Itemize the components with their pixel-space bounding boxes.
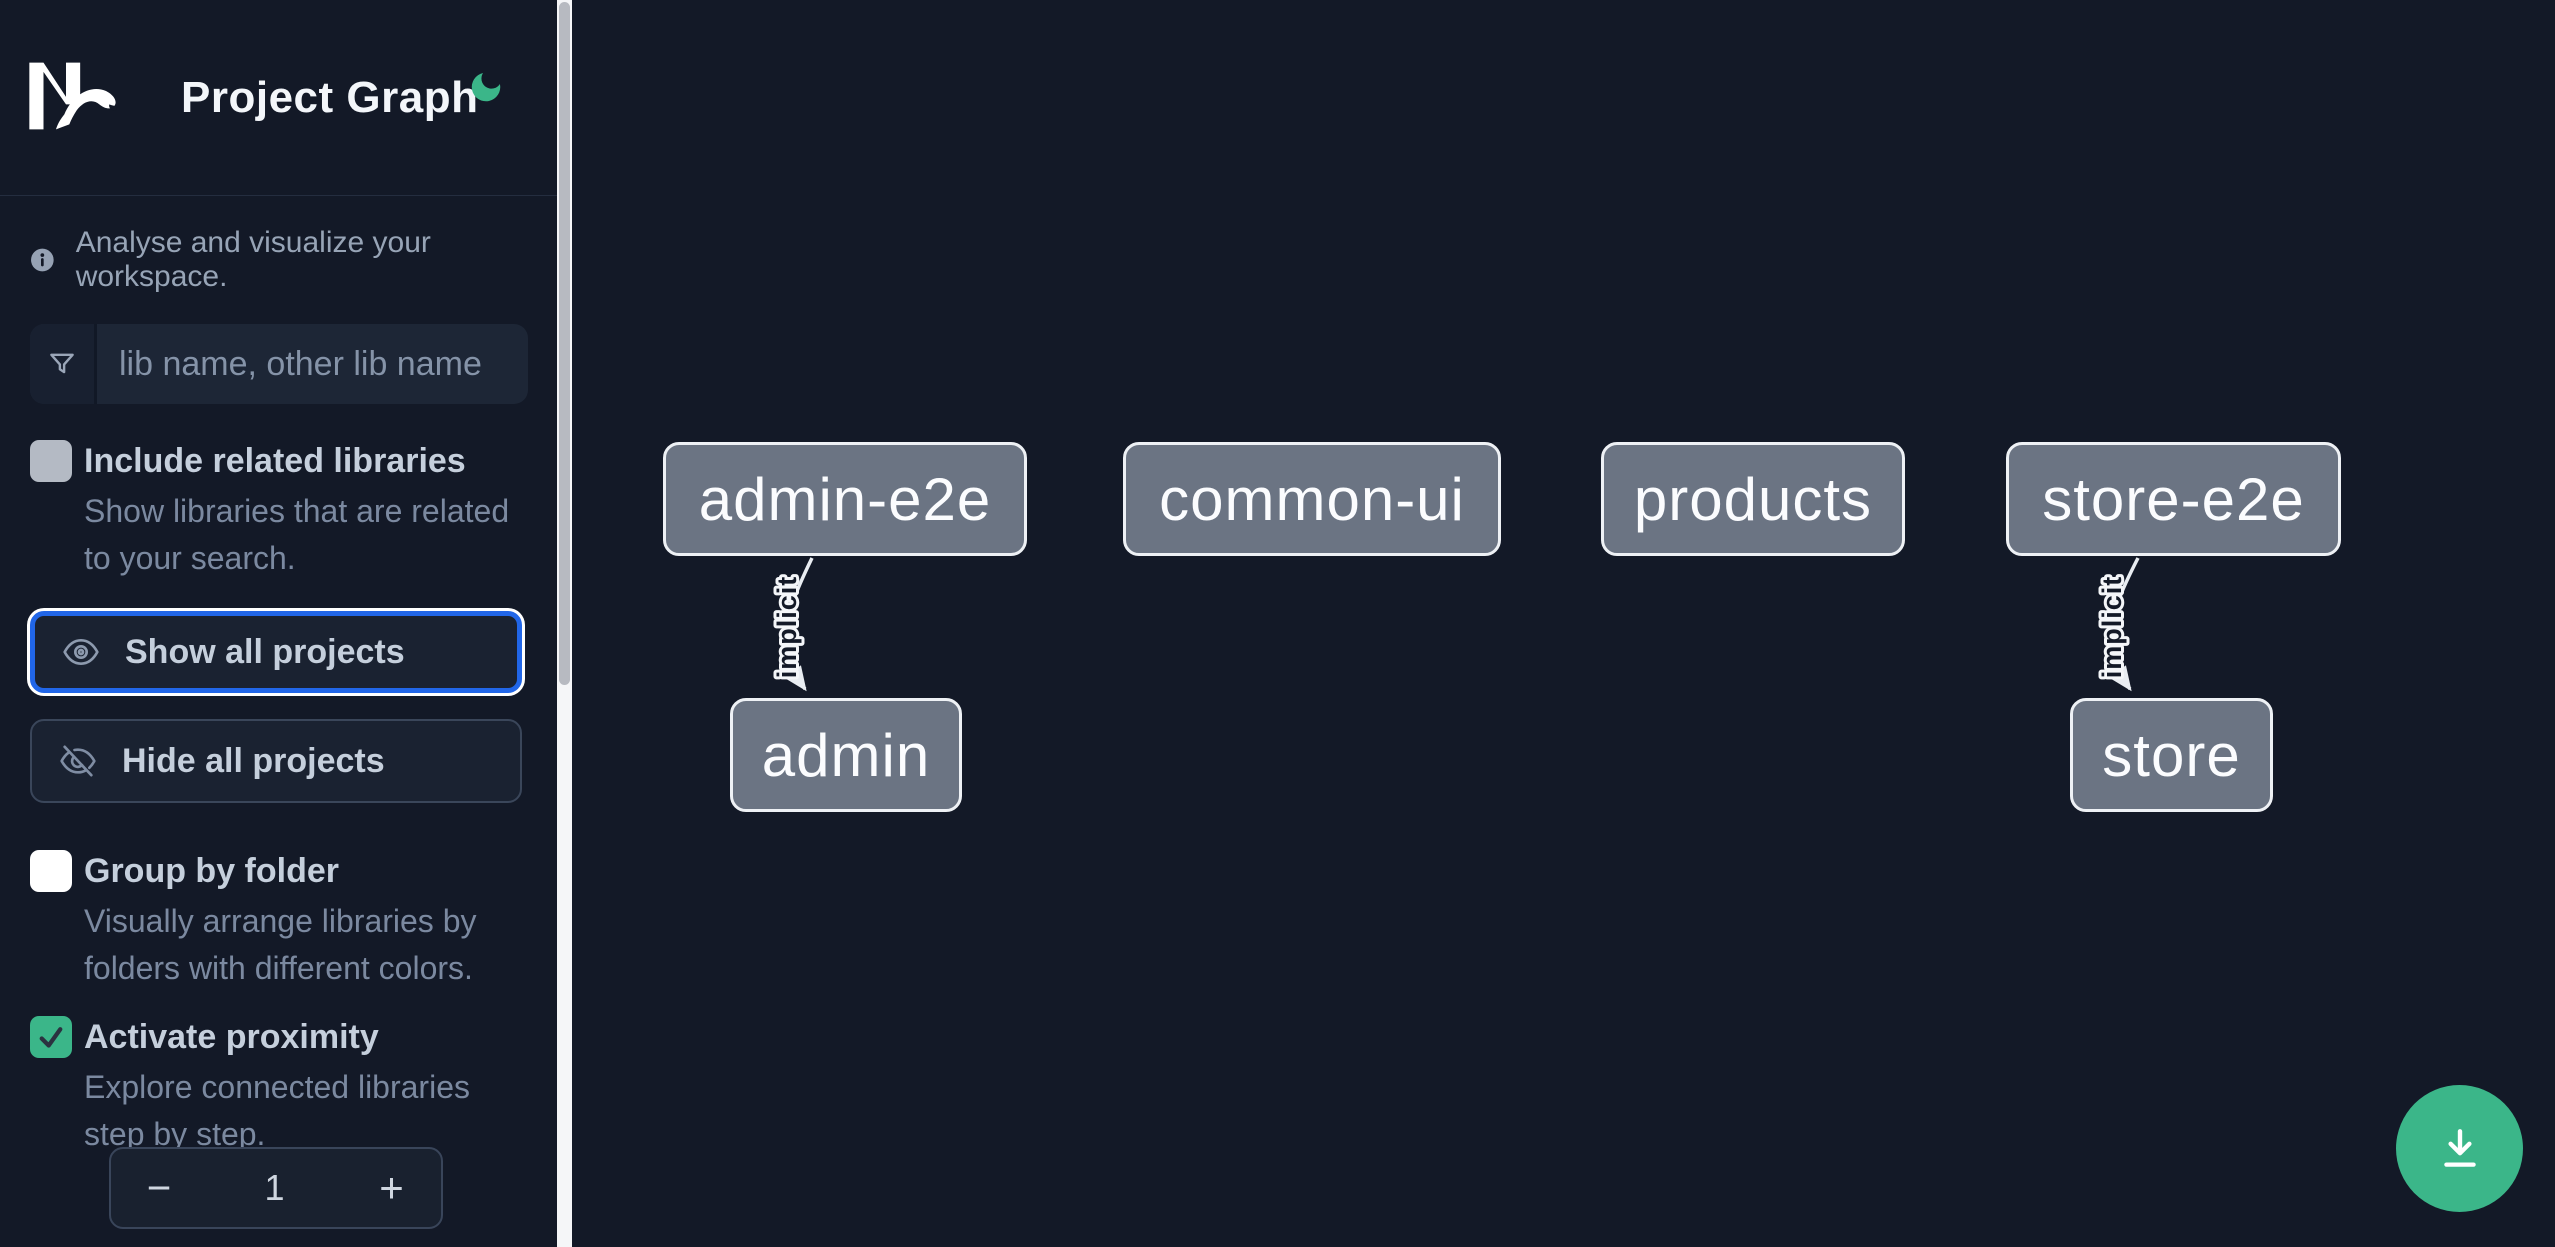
info-icon — [31, 248, 54, 272]
library-filter — [30, 324, 528, 404]
sidebar-header: Project Graph — [0, 0, 557, 196]
filter-icon-cell — [30, 324, 97, 404]
group-by-folder-label[interactable]: Group by folder — [84, 852, 339, 890]
moon-icon — [471, 73, 501, 102]
nx-logo — [29, 62, 117, 130]
include-related-checkbox[interactable] — [30, 440, 72, 482]
include-related-row: Include related libraries Show libraries… — [30, 438, 530, 582]
show-all-projects-label: Show all projects — [125, 632, 405, 671]
download-icon — [2443, 1128, 2476, 1167]
node-products[interactable]: products — [1601, 442, 1905, 556]
activate-proximity-label[interactable]: Activate proximity — [84, 1018, 379, 1056]
scrollbar-thumb[interactable] — [559, 2, 570, 685]
workspace-info: Analyse and visualize your workspace. — [30, 226, 530, 294]
group-by-folder-row: Group by folder Visually arrange librari… — [30, 848, 530, 992]
activate-proximity-description: Explore connected libraries step by step… — [84, 1069, 470, 1152]
eye-icon — [63, 639, 99, 665]
activate-proximity-row: Activate proximity Explore connected lib… — [30, 1014, 530, 1158]
eye-off-icon — [60, 745, 96, 777]
node-admin[interactable]: admin — [730, 698, 962, 812]
show-all-projects-button[interactable]: Show all projects — [30, 611, 522, 693]
decrement-button[interactable]: − — [111, 1149, 207, 1227]
activate-proximity-checkbox[interactable] — [30, 1016, 72, 1058]
proximity-depth-stepper: − 1 + — [109, 1147, 443, 1229]
node-store[interactable]: store — [2070, 698, 2273, 812]
group-by-folder-checkbox[interactable] — [30, 850, 72, 892]
sidebar: Project Graph Analyse and visualize your… — [0, 0, 572, 1247]
edge-admin-e2e-to-admin[interactable] — [783, 557, 814, 692]
sidebar-scrollbar[interactable] — [557, 0, 572, 1247]
edge-store-e2e-to-store[interactable] — [2108, 557, 2140, 692]
increment-button[interactable]: + — [342, 1149, 441, 1227]
edge-label-implicit: implicit — [772, 576, 802, 679]
hide-all-projects-label: Hide all projects — [122, 741, 385, 780]
stepper-value: 1 — [264, 1167, 285, 1208]
edge-label-implicit: implicit — [2097, 576, 2127, 679]
node-admin-e2e[interactable]: admin-e2e — [663, 442, 1027, 556]
node-common-ui[interactable]: common-ui — [1123, 442, 1501, 556]
include-related-description: Show libraries that are related to your … — [84, 493, 510, 576]
node-store-e2e[interactable]: store-e2e — [2006, 442, 2341, 556]
page-title: Project Graph — [181, 73, 479, 122]
checkmark-icon — [39, 1027, 63, 1048]
include-related-label[interactable]: Include related libraries — [84, 442, 466, 480]
dark-mode-toggle[interactable] — [466, 68, 506, 108]
group-by-folder-description: Visually arrange libraries by folders wi… — [84, 903, 477, 986]
info-text: Analyse and visualize your workspace. — [75, 226, 431, 293]
funnel-icon — [50, 353, 74, 374]
hide-all-projects-button[interactable]: Hide all projects — [30, 719, 522, 803]
download-image-button[interactable] — [2396, 1085, 2523, 1212]
search-input[interactable] — [97, 324, 528, 404]
